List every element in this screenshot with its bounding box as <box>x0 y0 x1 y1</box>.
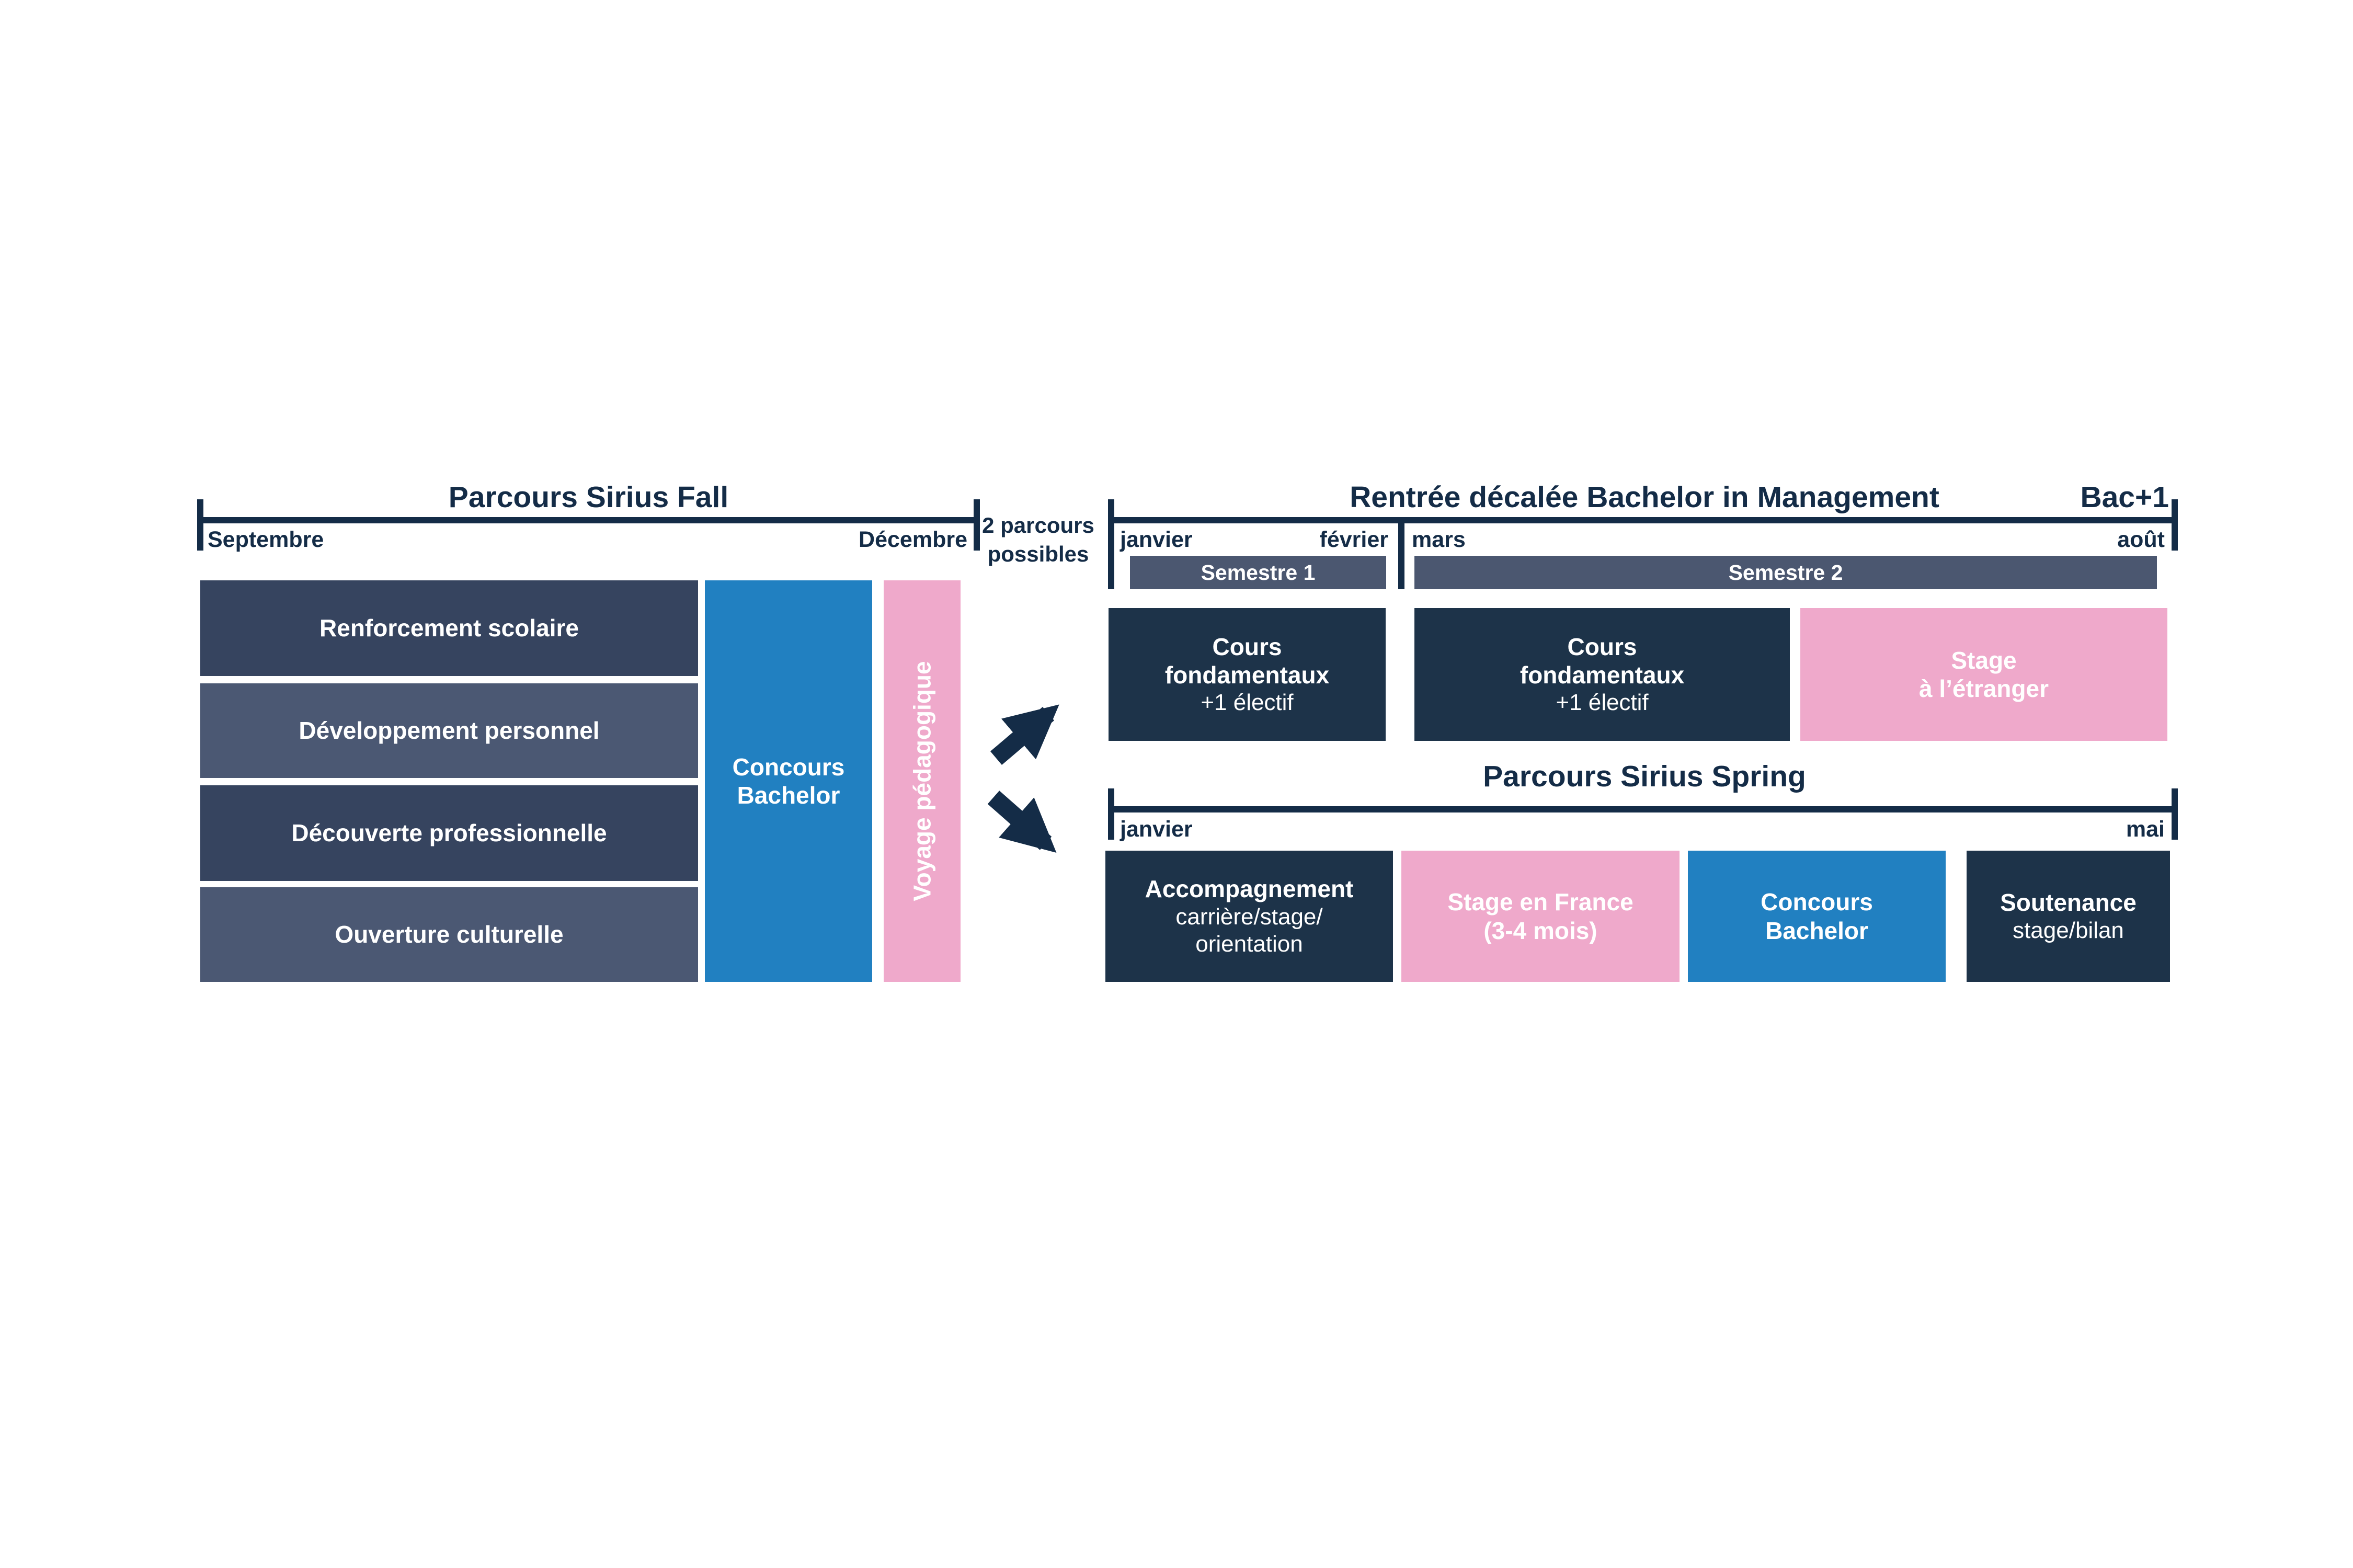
spring-timeline-tick-start <box>1108 788 1114 840</box>
block-line: (3-4 mois) <box>1483 917 1597 944</box>
bachelor-stage-etranger-block: Stage à l’étranger <box>1800 608 2167 741</box>
fall-activity-label: Renforcement scolaire <box>319 614 579 642</box>
fall-activity-label: Développement personnel <box>299 717 600 745</box>
spring-concours-bachelor-block: Concours Bachelor <box>1688 851 1946 982</box>
block-line: Soutenance <box>2000 889 2137 917</box>
bachelor-month-fevrier: février <box>1319 527 1388 552</box>
split-label: 2 parcours possibles <box>979 511 1097 568</box>
block-line: à l’étranger <box>1919 675 2049 702</box>
fall-activity-row: Développement personnel <box>200 683 698 778</box>
spring-soutenance-block: Soutenance stage/bilan <box>1967 851 2170 982</box>
semester2-bar: Semestre 2 <box>1414 556 2157 589</box>
block-line: Stage en France <box>1447 888 1634 916</box>
block-line: Concours <box>1761 888 1873 916</box>
bachelor-month-aout: août <box>2117 527 2165 552</box>
block-line: Cours <box>1212 633 1282 660</box>
bachelor-timeline-divider <box>1398 517 1404 589</box>
concours-line: Concours <box>732 753 845 781</box>
bachelor-month-janvier: janvier <box>1120 527 1193 552</box>
bachelor-line: Bachelor <box>737 782 840 809</box>
block-line: Bachelor <box>1765 917 1868 944</box>
bachelor-title: Rentrée décalée Bachelor in Management <box>1350 480 1939 514</box>
semester1-bar: Semestre 1 <box>1130 556 1386 589</box>
bachelor-month-mars: mars <box>1412 527 1466 552</box>
block-line: carrière/stage/ <box>1175 903 1323 930</box>
fall-title: Parcours Sirius Fall <box>448 480 729 514</box>
fall-timeline-tick-start <box>197 499 203 551</box>
spring-month-start: janvier <box>1120 817 1193 842</box>
bachelor-cours-fondamentaux-1-block: Cours fondamentaux +1 électif <box>1109 608 1386 741</box>
split-line2: possibles <box>987 541 1089 566</box>
block-line: stage/bilan <box>2013 917 2124 943</box>
spring-month-end: mai <box>2126 817 2165 842</box>
bachelor-timeline-tick-end <box>2172 499 2178 551</box>
fall-timeline-tick-end <box>974 499 980 551</box>
bachelor-timeline-tick-start <box>1108 499 1114 589</box>
fall-month-end: Décembre <box>859 527 967 552</box>
spring-title: Parcours Sirius Spring <box>1483 760 1806 793</box>
block-line: Stage <box>1951 646 2017 674</box>
bachelor-cours-fondamentaux-2-block: Cours fondamentaux +1 électif <box>1414 608 1790 741</box>
fall-month-start: Septembre <box>208 527 324 552</box>
block-line: fondamentaux <box>1520 661 1685 689</box>
block-line: +1 électif <box>1556 690 1649 716</box>
bachelor-level-badge: Bac+1 <box>2080 480 2169 514</box>
block-line: Accompagnement <box>1145 875 1354 903</box>
spring-timeline-tick-end <box>2172 788 2178 840</box>
split-line1: 2 parcours <box>982 513 1094 537</box>
block-line: +1 électif <box>1201 690 1294 716</box>
block-line: fondamentaux <box>1164 661 1330 689</box>
fall-voyage-pedagogique-block: Voyage pédagogique <box>884 580 961 982</box>
fall-activity-label: Ouverture culturelle <box>335 921 564 948</box>
voyage-label: Voyage pédagogique <box>908 661 936 901</box>
fall-activity-label: Découverte professionnelle <box>291 819 607 847</box>
bachelor-timeline-line <box>1111 517 2178 523</box>
arrow-down-right-icon <box>987 791 1057 853</box>
split-arrows <box>987 704 1059 853</box>
spring-timeline-line <box>1111 806 2178 812</box>
spring-stage-france-block: Stage en France (3-4 mois) <box>1401 851 1680 982</box>
fall-activity-row: Renforcement scolaire <box>200 580 698 676</box>
block-line: Cours <box>1567 633 1637 660</box>
arrow-up-right-icon <box>990 704 1059 765</box>
block-line: orientation <box>1195 931 1303 957</box>
fall-activity-row: Découverte professionnelle <box>200 785 698 881</box>
fall-activity-row: Ouverture culturelle <box>200 887 698 982</box>
fall-timeline-line <box>200 517 977 523</box>
fall-concours-bachelor-block: Concours Bachelor <box>705 580 872 982</box>
spring-accompagnement-block: Accompagnement carrière/stage/ orientati… <box>1105 851 1393 982</box>
